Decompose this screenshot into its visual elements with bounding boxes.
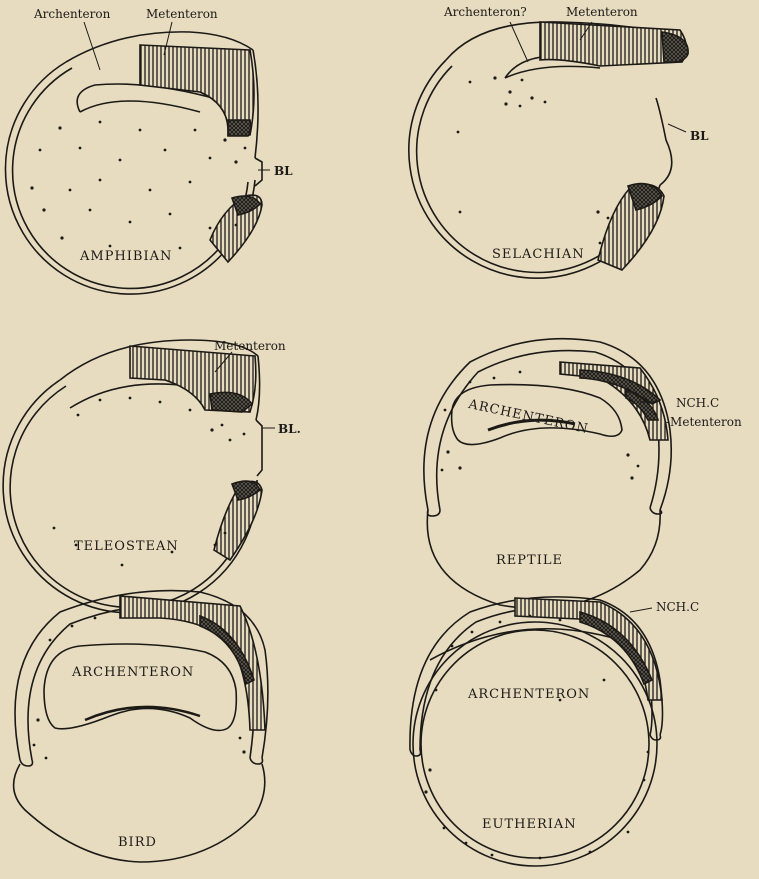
- teleostean-blastopore-label: BL.: [278, 423, 301, 435]
- bird-embryo: [14, 591, 268, 862]
- eutherian-archenteron-label: ARCHENTERON: [468, 688, 590, 701]
- teleostean-embryo: [3, 340, 262, 613]
- selachian-metenteron-label: Metenteron: [566, 6, 638, 18]
- reptile-caption: REPTILE: [496, 554, 563, 567]
- amphibian-archenteron-label: Archenteron: [34, 8, 110, 20]
- selachian-blastopore-label: BL: [690, 130, 709, 142]
- teleostean-metenteron-label: Metenteron: [214, 340, 286, 352]
- amphibian-blastopore-label: BL: [274, 165, 293, 177]
- bird-archenteron-cavity: [44, 644, 236, 730]
- amphibian-caption: AMPHIBIAN: [80, 250, 172, 263]
- amphibian-metenteron-label: Metenteron: [146, 8, 218, 20]
- reptile-notochordal-canal-label: NCH.C: [676, 397, 719, 409]
- eutherian-notochordal-canal-label: NCH.C: [656, 601, 699, 613]
- selachian-embryo: [409, 22, 688, 278]
- eutherian-dorsal-mesoderm: [515, 598, 662, 700]
- reptile-embryo: [424, 339, 671, 609]
- eutherian-caption: EUTHERIAN: [482, 818, 577, 831]
- bird-archenteron-label: ARCHENTERON: [72, 666, 194, 679]
- bird-caption: BIRD: [118, 836, 157, 849]
- amphibian-metenteron-wall: [228, 120, 251, 136]
- reptile-metenteron-label: -Metenteron: [666, 416, 742, 428]
- selachian-caption: SELACHIAN: [492, 248, 585, 261]
- selachian-archenteron-label: Archenteron?: [444, 6, 527, 18]
- teleostean-caption: TELEOSTEAN: [74, 540, 179, 553]
